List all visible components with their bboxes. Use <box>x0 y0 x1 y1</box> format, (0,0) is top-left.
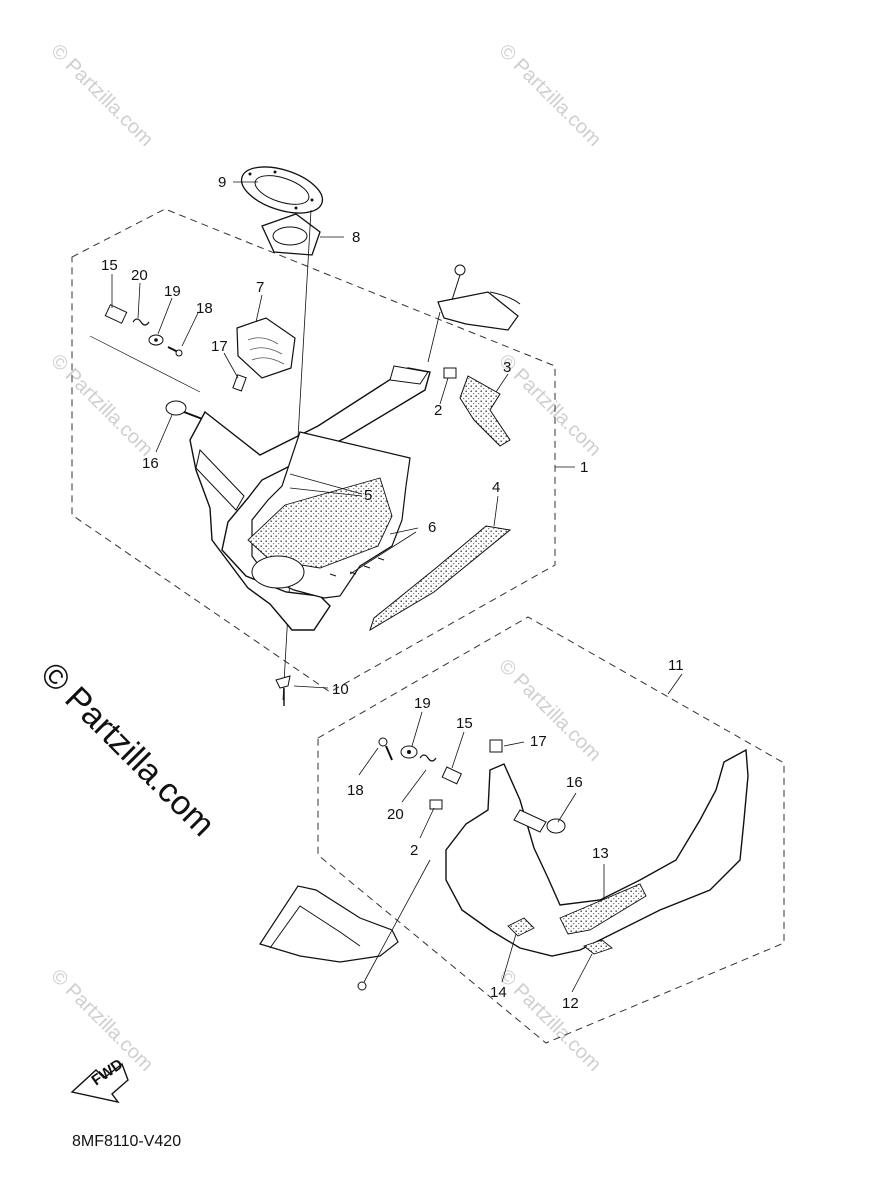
callout-19: 19 <box>414 695 431 712</box>
callout-15: 15 <box>456 715 473 732</box>
callout-5: 5 <box>364 487 372 504</box>
lower-bracket-part <box>259 859 431 991</box>
callout-3: 3 <box>503 359 511 376</box>
callout-1: 1 <box>580 459 588 476</box>
callout-9: 9 <box>218 174 226 191</box>
lower-cowl-part <box>445 748 749 957</box>
callout-15: 15 <box>101 257 118 274</box>
callout-16: 16 <box>566 774 583 791</box>
callout-18: 18 <box>196 300 213 317</box>
floor-mat-part <box>369 525 512 632</box>
callout-14: 14 <box>490 984 507 1001</box>
callout-17: 17 <box>211 338 228 355</box>
caution-label-part <box>236 317 296 379</box>
grommet-part <box>165 400 206 421</box>
callout-11: 11 <box>668 657 684 674</box>
callout-20: 20 <box>387 806 404 823</box>
lower-hardware-group <box>378 737 503 810</box>
leader-lines <box>111 181 683 993</box>
callout-18: 18 <box>347 782 364 799</box>
callout-17: 17 <box>530 733 547 750</box>
diagram-code: 8MF8110-V420 <box>72 1133 182 1150</box>
upper-stay-bracket-part <box>427 264 521 363</box>
inner-panel-part <box>189 365 431 631</box>
callout-8: 8 <box>352 229 360 246</box>
callout-6: 6 <box>428 519 436 536</box>
callout-19: 19 <box>164 283 181 300</box>
callout-16: 16 <box>142 455 159 472</box>
callout-4: 4 <box>492 479 500 496</box>
callout-7: 7 <box>256 279 264 296</box>
fuel-cap-bracket-part <box>261 213 321 256</box>
callout-20: 20 <box>131 267 148 284</box>
callout-10: 10 <box>332 681 349 698</box>
lower-assembly-boundary <box>317 616 785 1044</box>
upper-hardware-group <box>89 304 201 393</box>
callout-2: 2 <box>434 402 442 419</box>
pad-part <box>459 375 511 447</box>
clip-nut-part <box>232 374 247 392</box>
upper-assembly-boundary <box>71 208 556 693</box>
callout-12: 12 <box>562 995 579 1012</box>
nut-part <box>443 367 457 379</box>
callout-2: 2 <box>410 842 418 859</box>
forward-direction-arrow <box>70 1062 129 1104</box>
screw-part <box>275 675 291 706</box>
gasket-ring-part <box>240 166 324 214</box>
callout-13: 13 <box>592 845 609 862</box>
